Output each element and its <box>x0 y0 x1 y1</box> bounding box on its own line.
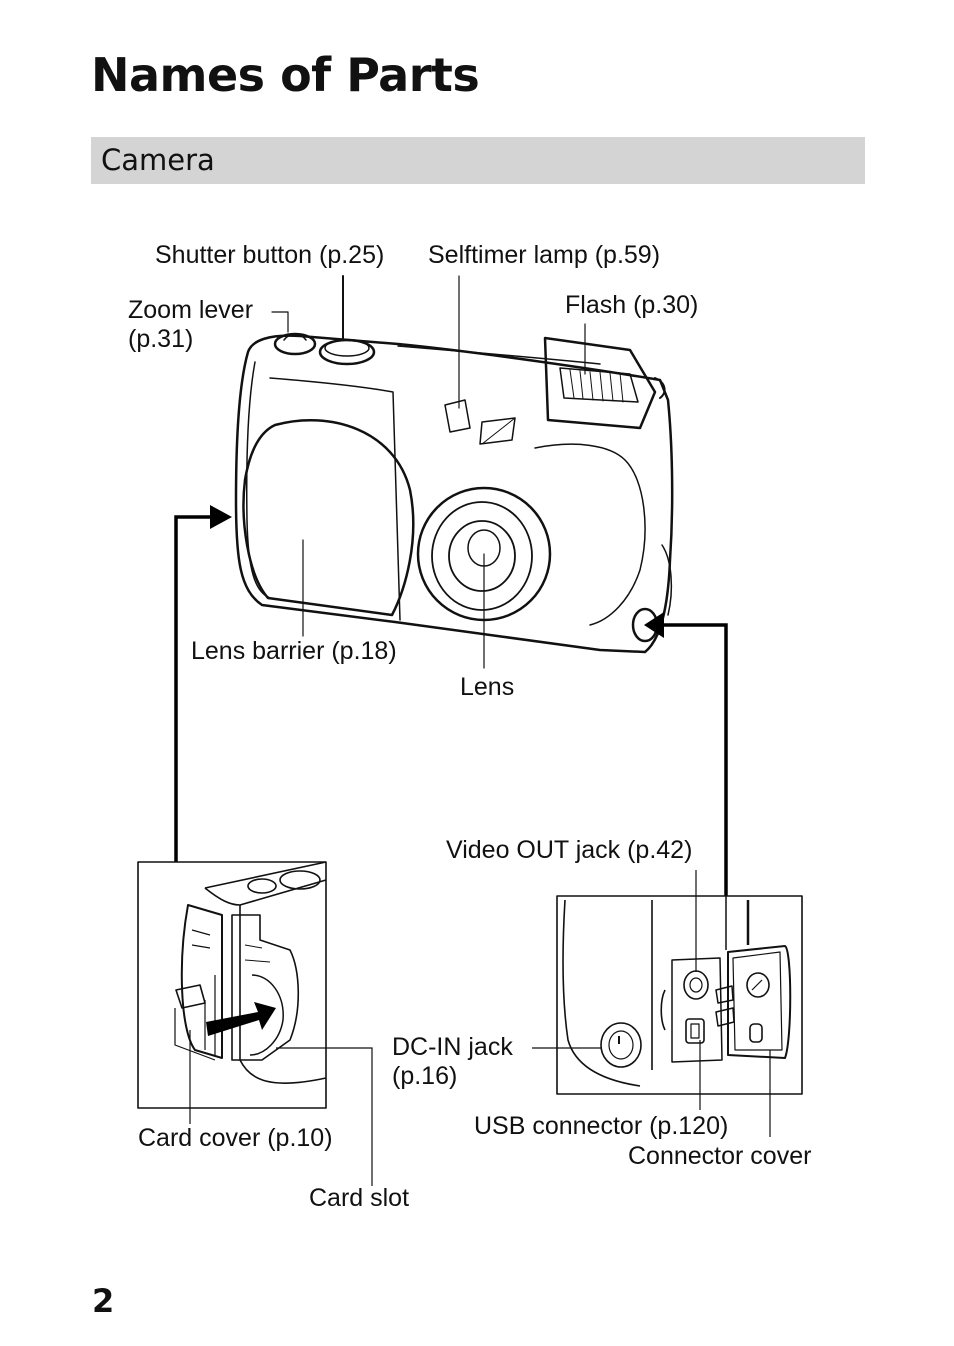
label-shutter-button: Shutter button (p.25) <box>155 241 385 269</box>
zoom-lever-shape <box>273 332 317 356</box>
lens-barrier-shape <box>242 418 415 617</box>
section-title: Camera <box>101 143 215 177</box>
label-usb-connector: USB connector (p.120) <box>474 1112 729 1140</box>
label-selftimer-lamp: Selftimer lamp (p.59) <box>428 241 661 269</box>
connector-cover-shape <box>727 945 792 1059</box>
section-header-bar: Camera <box>91 137 865 184</box>
label-dc-in-jack: DC-IN jack (p.16) <box>392 1033 513 1090</box>
label-video-out-jack: Video OUT jack (p.42) <box>446 836 693 864</box>
label-flash: Flash (p.30) <box>565 291 699 319</box>
page-title: Names of Parts <box>91 48 480 102</box>
label-lens: Lens <box>460 673 515 701</box>
label-zoom-lever: Zoom lever (p.31) <box>128 296 254 353</box>
flash-unit <box>543 336 657 430</box>
label-lens-barrier: Lens barrier (p.18) <box>191 637 397 665</box>
label-card-slot: Card slot <box>309 1184 410 1212</box>
usb-connector-shape <box>685 1018 705 1044</box>
insert-arrow <box>206 1002 276 1036</box>
label-connector-cover: Connector cover <box>628 1142 812 1170</box>
page-number: 2 <box>92 1282 115 1320</box>
label-card-cover: Card cover (p.10) <box>138 1124 333 1152</box>
dc-in-jack-shape <box>600 1022 642 1068</box>
